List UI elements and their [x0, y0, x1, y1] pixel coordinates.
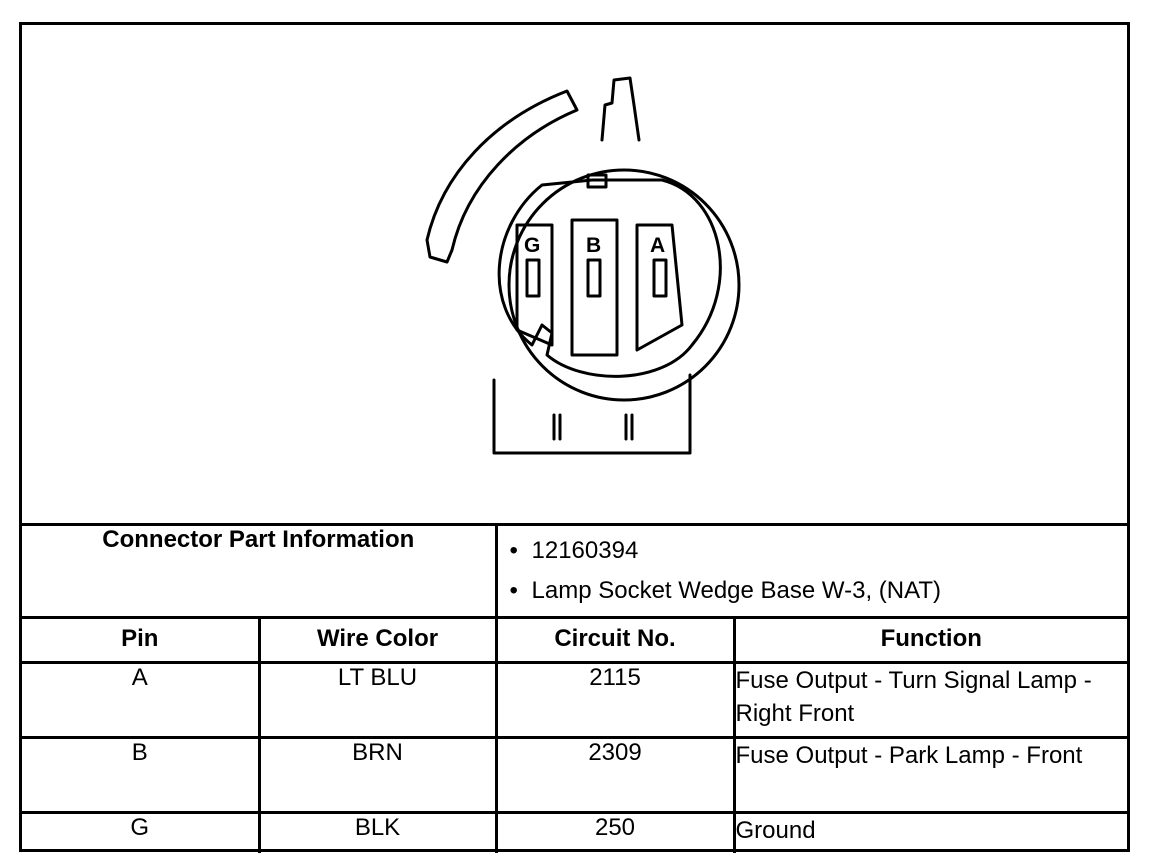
pin-label-g: G — [524, 234, 540, 257]
circuit-cell: 2309 — [494, 736, 736, 814]
contact-a — [652, 258, 668, 298]
function-cell: Fuse Output - Turn Signal Lamp - Right F… — [732, 661, 1128, 739]
part-info-values: •12160394 •Lamp Socket Wedge Base W-3, (… — [494, 523, 1128, 619]
bullet-icon: • — [509, 537, 518, 564]
table-row: A LT BLU 2115 Fuse Output - Turn Signal … — [22, 661, 1128, 739]
contact-b — [586, 258, 602, 298]
connector-table: Connector Part Information •12160394 •La… — [22, 523, 1128, 853]
part-info-item: •Lamp Socket Wedge Base W-3, (NAT) — [509, 577, 942, 604]
connector-face-svg: G B A — [425, 76, 741, 455]
key-notch — [586, 173, 608, 189]
table-row: B BRN 2309 Fuse Output - Park Lamp - Fro… — [22, 736, 1128, 814]
pin-cell: G — [22, 811, 261, 853]
pin-label-b: B — [586, 234, 601, 257]
header-function: Function — [732, 616, 1128, 664]
wire-housing — [492, 373, 692, 455]
bullet-icon: • — [509, 577, 518, 604]
part-info-item: •12160394 — [509, 537, 639, 564]
inner-ring — [497, 178, 722, 378]
circuit-cell: 2115 — [494, 661, 736, 739]
slot-b — [570, 218, 619, 357]
connector-face-drawing: G B A — [22, 25, 1127, 523]
slot-g — [515, 223, 554, 347]
connector-sheet: G B A Connector Part Information •121603… — [19, 22, 1130, 853]
outer-housing — [507, 168, 741, 402]
header-wire-color: Wire Color — [257, 616, 498, 664]
function-cell: Ground — [732, 811, 1128, 853]
top-tab — [600, 76, 641, 142]
slot-a — [635, 223, 684, 352]
header-circuit: Circuit No. — [494, 616, 736, 664]
header-pin: Pin — [22, 616, 261, 664]
function-cell: Fuse Output - Park Lamp - Front — [732, 736, 1128, 814]
pin-cell: B — [22, 736, 261, 814]
table-row: G BLK 250 Ground — [22, 811, 1128, 853]
part-info-label: Connector Part Information — [22, 523, 498, 619]
part-info-row: Connector Part Information •12160394 •La… — [22, 523, 1128, 619]
wire-color-cell: BRN — [257, 736, 498, 814]
contact-g — [525, 258, 541, 298]
circuit-cell: 250 — [494, 811, 736, 853]
header-row: Pin Wire Color Circuit No. Function — [22, 616, 1128, 664]
wire-color-cell: BLK — [257, 811, 498, 853]
pin-cell: A — [22, 661, 261, 739]
latch-arm — [425, 89, 579, 264]
pin-label-a: A — [650, 234, 665, 257]
wire-color-cell: LT BLU — [257, 661, 498, 739]
